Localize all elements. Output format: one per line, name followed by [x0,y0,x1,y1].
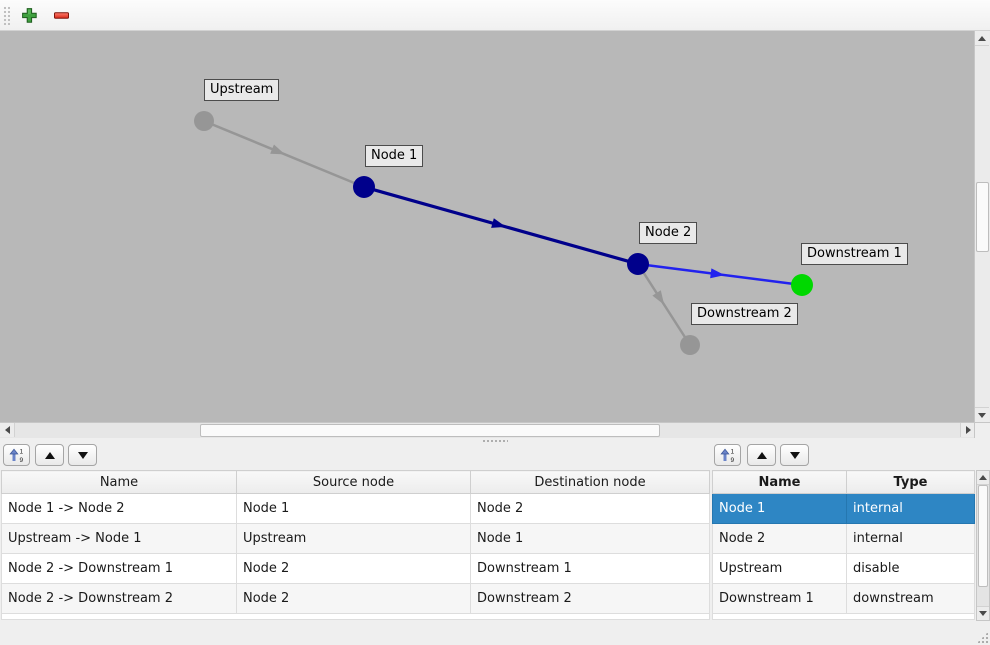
table-cell[interactable]: Node 1 [236,493,471,524]
node-label[interactable]: Upstream [204,79,280,101]
table-cell[interactable]: internal [846,493,975,524]
svg-text:9: 9 [730,457,734,463]
empty-row [1,613,710,620]
triangle-up-icon [756,451,767,459]
nodes-move-down-button[interactable] [780,444,809,466]
splitter-handle-icon [482,439,508,443]
scroll-up-button[interactable] [977,471,989,485]
edge-arrow-icon[interactable] [270,144,285,155]
table-cell[interactable]: Node 1 [470,523,710,554]
table-cell[interactable]: disable [846,553,975,584]
graph-node[interactable] [680,335,700,355]
table-cell[interactable]: Downstream 1 [470,553,710,584]
triangle-left-icon [4,426,10,434]
scrollbar-corner [974,422,990,438]
table-cell[interactable]: Node 2 [712,523,847,554]
svg-text:1: 1 [19,449,23,456]
column-header[interactable]: Name [1,470,237,494]
table-cell[interactable]: Node 1 [712,493,847,524]
table-cell[interactable]: Node 2 [236,553,471,584]
edge-arrow-icon[interactable] [652,290,665,305]
table-cell[interactable]: Downstream 1 [712,583,847,614]
triangle-up-icon [979,475,987,480]
edge-arrow-icon[interactable] [491,218,506,228]
scroll-left-button[interactable] [0,423,15,437]
sort-ascending-icon: 1 9 [8,449,23,463]
svg-text:1: 1 [730,449,734,456]
scroll-right-button[interactable] [960,423,975,437]
graph-node[interactable] [353,176,375,198]
table-cell[interactable]: Upstream -> Node 1 [1,523,237,554]
table-cell[interactable]: Downstream 2 [470,583,710,614]
table-cell[interactable]: Upstream [712,553,847,584]
table-cell[interactable]: internal [846,523,975,554]
node-label[interactable]: Node 2 [639,222,698,244]
table-cell[interactable]: Node 2 [470,493,710,524]
node-label[interactable]: Downstream 2 [691,303,798,325]
vertical-scrollbar-thumb[interactable] [976,182,989,252]
svg-text:9: 9 [19,457,23,463]
column-header[interactable]: Source node [236,470,471,494]
nodes-sort-button[interactable]: 1 9 [714,444,741,466]
table-cell[interactable]: Node 2 [236,583,471,614]
remove-button[interactable] [53,7,70,24]
table-cell[interactable]: Upstream [236,523,471,554]
scroll-down-button[interactable] [975,407,989,422]
triangle-down-icon [978,412,986,418]
edge-arrow-icon[interactable] [710,268,725,279]
graph-svg [194,111,813,355]
graph-horizontal-scrollbar[interactable] [0,422,975,438]
nodes-move-up-button[interactable] [747,444,776,466]
empty-row [712,613,975,620]
table-cell[interactable]: Node 2 -> Downstream 2 [1,583,237,614]
horizontal-scrollbar-thumb[interactable] [200,424,660,437]
graph-node[interactable] [791,274,813,296]
node-label[interactable]: Node 1 [365,145,424,167]
table-cell[interactable]: downstream [846,583,975,614]
plus-icon [22,8,37,23]
toolbar-drag-handle[interactable] [3,6,10,25]
nodes-scrollbar-thumb[interactable] [978,485,988,587]
add-button[interactable] [21,7,38,24]
nodes-table-scrollbar[interactable] [976,470,990,621]
edges-sort-button[interactable]: 1 9 [3,444,30,466]
triangle-down-icon [789,451,800,459]
triangle-up-icon [44,451,55,459]
scroll-up-button[interactable] [975,31,989,46]
triangle-down-icon [979,611,987,616]
graph-vertical-scrollbar[interactable] [974,31,990,422]
column-header[interactable]: Type [846,470,975,494]
table-cell[interactable]: Node 1 -> Node 2 [1,493,237,524]
graph-node[interactable] [627,253,649,275]
minus-icon [54,12,69,19]
triangle-right-icon [965,426,971,434]
node-label[interactable]: Downstream 1 [801,243,908,265]
table-cell[interactable]: Node 2 -> Downstream 1 [1,553,237,584]
column-header[interactable]: Name [712,470,847,494]
triangle-up-icon [978,35,986,41]
edges-move-down-button[interactable] [68,444,97,466]
column-header[interactable]: Destination node [470,470,710,494]
triangle-down-icon [77,451,88,459]
edges-move-up-button[interactable] [35,444,64,466]
toolbar [0,0,990,31]
sort-ascending-icon: 1 9 [719,449,734,463]
graph-node[interactable] [194,111,214,131]
window-resize-grip[interactable] [977,632,988,643]
horizontal-splitter[interactable] [0,437,990,444]
scroll-down-button[interactable] [977,606,989,620]
